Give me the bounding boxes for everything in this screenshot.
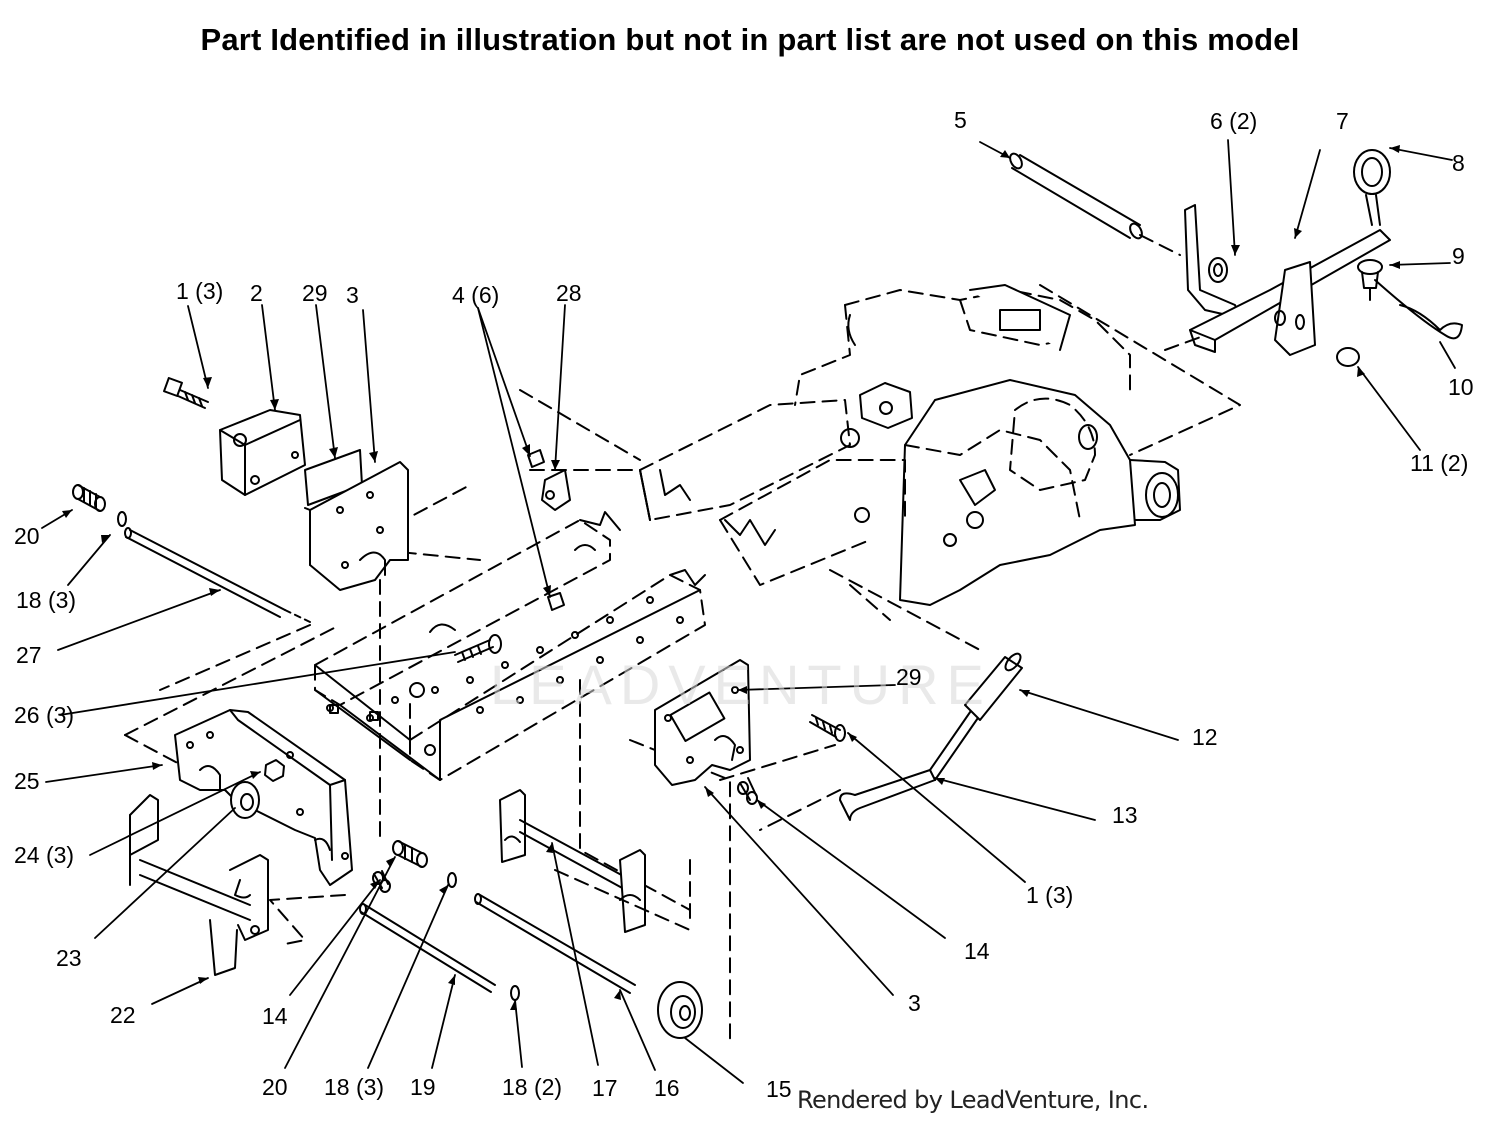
part-28-bracket <box>527 449 571 611</box>
callout-label: 12 <box>1192 724 1218 750</box>
leader-arrowheads <box>62 145 1400 1010</box>
callout-label: 3 <box>908 990 921 1016</box>
callout-label: 9 <box>1452 243 1465 269</box>
callout-label: 15 <box>766 1076 792 1102</box>
callout-label: 29 <box>302 280 328 306</box>
callout-label: 10 <box>1448 374 1474 400</box>
callout-label: 1 (3) <box>176 278 224 304</box>
part-16-rod <box>474 893 636 994</box>
callout-label: 14 <box>262 1003 288 1029</box>
page-title: Part Identified in illustration but not … <box>200 22 1300 57</box>
part-12-grip <box>964 652 1023 721</box>
part-26-bolt <box>454 634 502 663</box>
transaxle-housing <box>794 284 1181 606</box>
part-20-spacer-upper <box>72 484 106 512</box>
part-9-pin <box>1357 259 1383 301</box>
callout-label: 23 <box>56 945 82 971</box>
callout-label: 13 <box>1112 802 1138 828</box>
callout-label: 29 <box>896 664 922 690</box>
callout-label: 8 <box>1452 150 1465 176</box>
part-20-spacer-lower <box>392 840 428 868</box>
part-18-clip-lower <box>447 872 457 888</box>
callout-label: 11 (2) <box>1410 450 1469 476</box>
callout-label: 16 <box>654 1075 680 1101</box>
part-11-washer <box>1336 347 1360 367</box>
part-1-bolt-lower <box>809 714 846 742</box>
callout-label: 28 <box>556 280 582 306</box>
callout-label: 14 <box>964 938 990 964</box>
part-25-bracket <box>174 709 353 886</box>
main-frame-rail <box>314 511 706 781</box>
part-13-lever <box>839 704 981 821</box>
part-23-roller <box>230 781 260 819</box>
watermark: LEADVENTURE <box>490 653 992 716</box>
part-8-eye-bolt <box>1353 149 1391 226</box>
guide-lower-left <box>269 894 346 946</box>
callout-label: 26 (3) <box>14 702 75 728</box>
callout-label: 17 <box>592 1075 618 1101</box>
part-2-bracket <box>219 409 306 496</box>
callout-label: 22 <box>110 1002 136 1028</box>
part-19-rod <box>359 903 496 993</box>
callout-label: 7 <box>1336 108 1349 134</box>
callout-label: 24 (3) <box>14 842 75 868</box>
callout-label: 18 (3) <box>16 587 77 613</box>
part-14-pin-center <box>737 777 758 805</box>
part-24-nut <box>264 759 285 782</box>
part-18-clip-upper <box>117 511 127 527</box>
callout-label: 5 <box>954 107 967 133</box>
callout-label: 3 <box>346 282 359 308</box>
part-18-clip-right <box>510 985 520 1001</box>
part-22-frame <box>129 794 269 976</box>
callout-label: 27 <box>16 642 42 668</box>
part-5-rod <box>1009 152 1181 256</box>
callout-label: 20 <box>262 1074 288 1100</box>
part-15-wheel <box>657 981 703 1039</box>
part-27-rod <box>124 527 311 623</box>
part-3-side-plate-upper <box>304 461 409 591</box>
part-17-bracket <box>499 789 646 933</box>
callout-label: 20 <box>14 523 40 549</box>
callout-label: 25 <box>14 768 40 794</box>
callout-label: 1 (3) <box>1026 882 1074 908</box>
callout-label: 4 (6) <box>452 282 500 308</box>
part-1-bolt-upper <box>163 377 209 409</box>
callout-label: 18 (2) <box>502 1074 563 1100</box>
callout-label: 2 <box>250 280 263 306</box>
credit-footer: Rendered by LeadVenture, Inc. <box>797 1086 1149 1114</box>
callout-label: 19 <box>410 1074 436 1100</box>
guide-lower-center <box>554 869 691 931</box>
part-10-clip <box>1374 279 1463 340</box>
dashed-frame-channel <box>519 284 1241 651</box>
part-7-hitch <box>1184 204 1391 356</box>
callout-label: 6 (2) <box>1210 108 1258 134</box>
part-3-side-plate-lower <box>654 659 751 786</box>
callout-label: 18 (3) <box>324 1074 385 1100</box>
